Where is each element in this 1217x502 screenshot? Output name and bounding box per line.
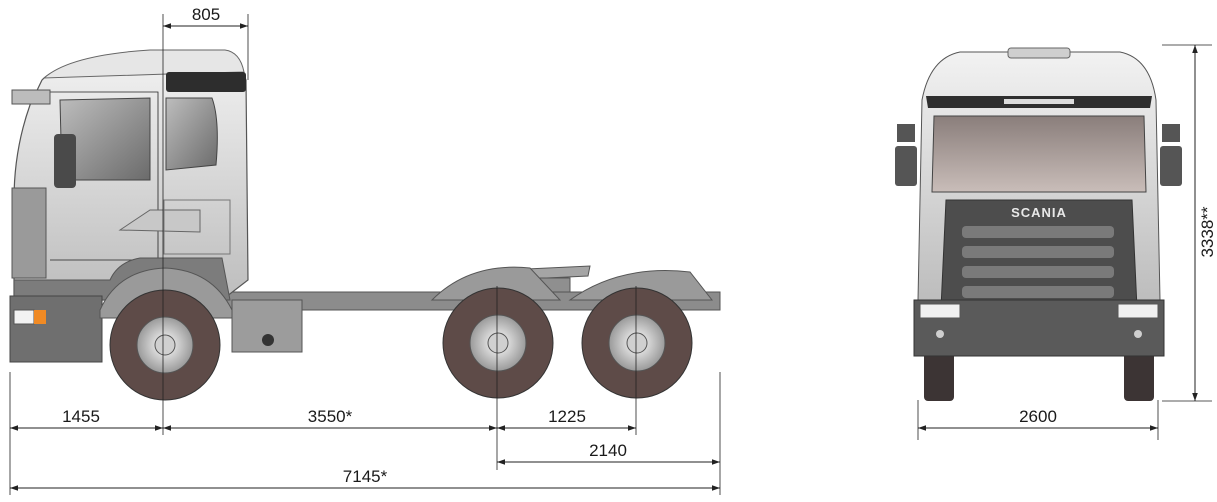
front-grille-side xyxy=(11,187,47,279)
front-view-right-mirror-upper xyxy=(1162,124,1180,142)
roof-deflector xyxy=(42,49,245,79)
indicator-lamp xyxy=(34,310,46,324)
marker-lights xyxy=(1004,99,1074,104)
truck-side-view xyxy=(9,49,721,401)
dim-label-width: 2600 xyxy=(1019,407,1057,426)
dim-label-front-overhang: 1455 xyxy=(62,407,100,426)
side-mirror xyxy=(54,134,76,188)
roof-hatch xyxy=(1007,47,1071,59)
door-outline xyxy=(50,91,159,261)
truck-front-view: SCANIA xyxy=(895,47,1182,401)
dim-label-total-length: 7145* xyxy=(343,467,388,486)
dim-label-rear-to-end: 2140 xyxy=(589,441,627,460)
rear-wheel-1 xyxy=(442,287,554,399)
grille-bar-2 xyxy=(962,246,1114,258)
tank-cap xyxy=(262,334,274,346)
dim-label-rear-axle-spacing: 1225 xyxy=(548,407,586,426)
dim-label-wheelbase: 3550* xyxy=(308,407,353,426)
grille-bar-3 xyxy=(962,266,1114,278)
mirror-arm xyxy=(11,89,51,105)
rear-side-window xyxy=(165,97,218,171)
headlamp xyxy=(13,309,35,325)
brand-logo: SCANIA xyxy=(1011,205,1067,220)
sun-visor xyxy=(166,72,246,92)
front-view-right-wheel xyxy=(1124,345,1154,401)
fog-lamp-right xyxy=(1134,330,1142,338)
fog-lamp-left xyxy=(936,330,944,338)
front-bumper xyxy=(9,295,103,363)
front-wheel xyxy=(109,289,221,401)
grille-bar-1 xyxy=(962,226,1114,238)
door-step xyxy=(118,209,201,233)
front-view-right-headlamp xyxy=(1117,303,1159,319)
rear-fender-1 xyxy=(430,266,562,301)
grille-bar-4 xyxy=(962,286,1114,298)
dimension-lines: 805 1455 3550* 1225 2140 7145* 2600 3338… xyxy=(9,5,1217,495)
windshield xyxy=(931,115,1147,193)
side-locker xyxy=(163,199,231,255)
rear-fender-2 xyxy=(568,270,714,301)
dim-label-cab-rear: 805 xyxy=(192,5,220,24)
front-view-left-mirror-upper xyxy=(897,124,915,142)
dim-label-height: 3338** xyxy=(1198,206,1217,257)
front-view-left-wheel xyxy=(924,345,954,401)
front-view-left-headlamp xyxy=(919,303,961,319)
rear-wheel-2 xyxy=(581,287,693,399)
front-view-left-mirror xyxy=(895,146,917,186)
front-view-right-mirror xyxy=(1160,146,1182,186)
